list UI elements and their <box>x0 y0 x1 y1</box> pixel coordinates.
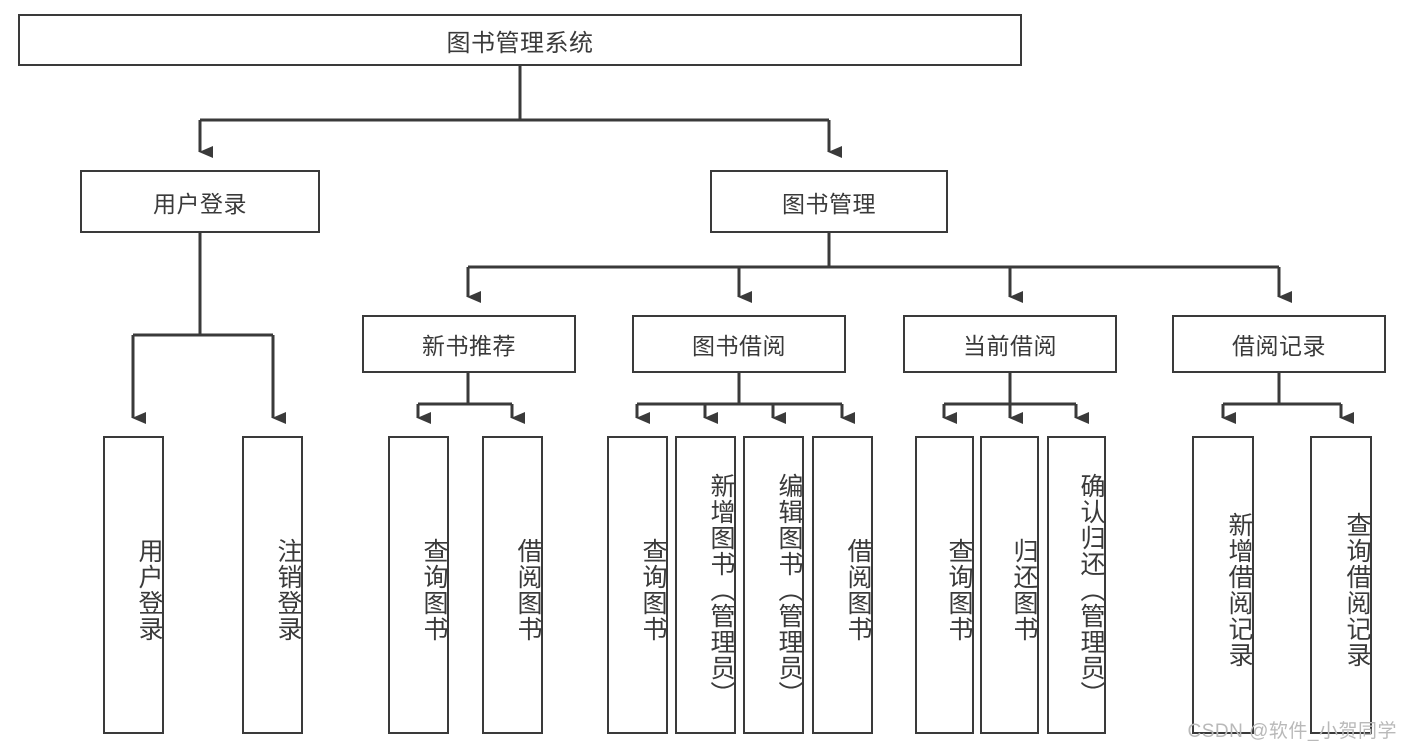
node-leaf-return-book-label: 归还图书 <box>1010 538 1038 642</box>
node-leaf-return-book[interactable]: 归还图书 <box>980 436 1039 734</box>
node-leaf-user-login[interactable]: 用户登录 <box>103 436 164 734</box>
node-leaf-add-record-label: 新增借阅记录 <box>1225 512 1253 668</box>
node-leaf-borrow-book-2-label: 借阅图书 <box>844 538 872 642</box>
node-root-label: 图书管理系统 <box>446 29 594 57</box>
node-new-book-recommend[interactable]: 新书推荐 <box>362 315 576 373</box>
node-leaf-borrow-book-1-label: 借阅图书 <box>514 538 542 642</box>
node-book-borrow-label: 图书借阅 <box>692 333 786 359</box>
node-leaf-query-book-3-label: 查询图书 <box>945 538 973 642</box>
node-leaf-edit-book[interactable]: 编辑图书（管理员） <box>743 436 804 734</box>
node-new-book-recommend-label: 新书推荐 <box>422 333 516 359</box>
node-leaf-confirm-return[interactable]: 确认归还（管理员） <box>1047 436 1106 734</box>
node-user-login-label: 用户登录 <box>153 190 247 217</box>
node-user-login[interactable]: 用户登录 <box>80 170 320 233</box>
node-current-borrow[interactable]: 当前借阅 <box>903 315 1117 373</box>
node-book-management[interactable]: 图书管理 <box>710 170 948 233</box>
node-leaf-query-book-1-label: 查询图书 <box>420 538 448 642</box>
node-current-borrow-label: 当前借阅 <box>963 333 1057 359</box>
node-leaf-user-login-label: 用户登录 <box>135 538 163 642</box>
node-leaf-query-book-2-label: 查询图书 <box>639 538 667 642</box>
watermark-text: CSDN @软件_小贺同学 <box>1187 721 1397 742</box>
node-root[interactable]: 图书管理系统 <box>18 14 1022 66</box>
node-leaf-query-book-1[interactable]: 查询图书 <box>388 436 449 734</box>
node-leaf-edit-book-label: 编辑图书（管理员） <box>775 473 803 707</box>
node-leaf-add-record[interactable]: 新增借阅记录 <box>1192 436 1254 734</box>
node-leaf-borrow-book-2[interactable]: 借阅图书 <box>812 436 873 734</box>
node-leaf-borrow-book-1[interactable]: 借阅图书 <box>482 436 543 734</box>
node-leaf-query-record-label: 查询借阅记录 <box>1343 512 1371 668</box>
node-leaf-query-book-3[interactable]: 查询图书 <box>915 436 974 734</box>
node-borrow-records[interactable]: 借阅记录 <box>1172 315 1386 373</box>
node-leaf-logout[interactable]: 注销登录 <box>242 436 303 734</box>
node-book-borrow[interactable]: 图书借阅 <box>632 315 846 373</box>
node-leaf-query-book-2[interactable]: 查询图书 <box>607 436 668 734</box>
node-leaf-query-record[interactable]: 查询借阅记录 <box>1310 436 1372 734</box>
node-leaf-confirm-return-label: 确认归还（管理员） <box>1077 473 1105 707</box>
node-leaf-add-book-label: 新增图书（管理员） <box>707 473 735 707</box>
node-book-management-label: 图书管理 <box>782 190 876 217</box>
node-borrow-records-label: 借阅记录 <box>1232 333 1326 359</box>
node-leaf-add-book[interactable]: 新增图书（管理员） <box>675 436 736 734</box>
node-leaf-logout-label: 注销登录 <box>274 538 302 642</box>
